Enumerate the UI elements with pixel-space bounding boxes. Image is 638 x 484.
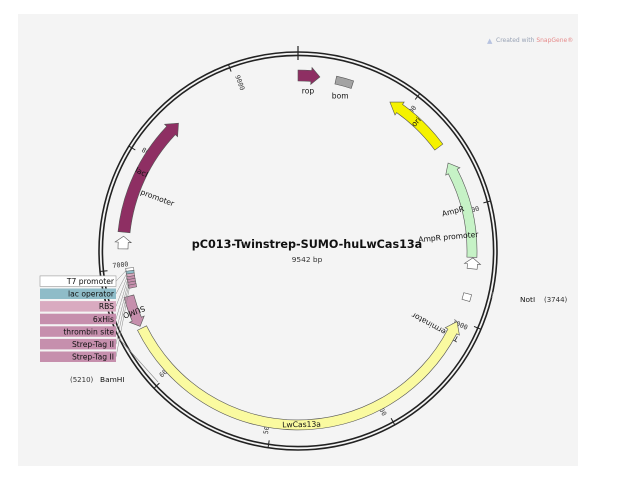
- site-coordinate: (3744): [544, 296, 568, 304]
- restriction-sites: NotI (3744) (5210) BamHI: [70, 291, 568, 384]
- snapgene-logo-icon: ▲: [487, 37, 493, 45]
- leader-line: [115, 269, 128, 282]
- feature-bom[interactable]: bom: [332, 75, 354, 101]
- feature-label: LwCas13a: [282, 420, 321, 430]
- feature-lac-operator[interactable]: lac operator: [40, 269, 135, 299]
- feature-shape: [463, 257, 482, 270]
- tick-mark: [153, 382, 160, 390]
- cluster-label: Strep-Tag II: [72, 340, 114, 349]
- site-leader-line: [491, 291, 494, 299]
- feature-lwcas13a[interactable]: LwCas13a: [137, 321, 460, 431]
- feature-shape: [114, 235, 133, 250]
- tick-mark: [227, 63, 232, 72]
- feature-shape: [389, 101, 444, 151]
- feature-t7-terminator[interactable]: T7 terminator: [409, 292, 472, 344]
- feature-t7-promoter[interactable]: T7 promoter: [39, 267, 135, 287]
- cluster-label: thrombin site: [63, 327, 114, 336]
- feature-shape: [123, 294, 145, 327]
- map-panel: [18, 14, 578, 466]
- leader-line: [115, 280, 129, 332]
- label-box: [40, 351, 116, 362]
- feature-shape: [334, 75, 354, 89]
- label-box: [40, 313, 116, 325]
- tick-mark: [267, 440, 270, 449]
- tick-mark: [99, 270, 108, 272]
- feature-strep-tag-ii-2[interactable]: Strep-Tag II: [40, 283, 138, 362]
- feature-label: rop: [302, 86, 315, 95]
- feature-shape: [127, 283, 138, 289]
- feature-rbs[interactable]: RBS: [40, 272, 135, 312]
- feature-rop[interactable]: rop: [297, 66, 321, 96]
- feature-sumo[interactable]: SUMO: [122, 294, 147, 327]
- feature-shape: [297, 66, 321, 86]
- backbone-inner: [101, 54, 495, 448]
- cluster-label: RBS: [99, 302, 114, 311]
- credit: ▲ Created with SnapGene®: [487, 37, 573, 45]
- tick-mark: [128, 145, 136, 151]
- leader-line: [115, 283, 130, 345]
- site-coordinate: (5210): [70, 376, 94, 384]
- leader-line: [115, 275, 128, 307]
- plasmid-name: pC013-Twinstrep-SUMO-huLwCas13a: [192, 238, 422, 251]
- cluster-label: lac operator: [68, 290, 115, 299]
- plasmid-length: 9542 bp: [292, 255, 323, 264]
- leader-line: [115, 286, 130, 357]
- feature-ori[interactable]: ori: [389, 101, 444, 151]
- site-label: BamHI: [100, 375, 125, 384]
- label-box: [40, 326, 116, 337]
- feature-shape: [445, 162, 478, 258]
- label-box: [40, 288, 116, 299]
- feature-label: bom: [332, 92, 349, 101]
- site-leader-line: [118, 338, 159, 383]
- site-label: NotI: [520, 295, 535, 304]
- label-box: [40, 301, 116, 312]
- site-bamhi[interactable]: (5210) BamHI: [70, 338, 159, 384]
- feature-label: AmpR: [441, 204, 466, 218]
- feature-shape: [117, 122, 179, 234]
- cluster-label: 6xHis: [93, 315, 114, 324]
- cluster-label: Strep-Tag II: [72, 353, 114, 362]
- site-noti[interactable]: NotI (3744): [491, 291, 568, 304]
- leader-line: [115, 272, 128, 294]
- tick-mark: [473, 325, 482, 330]
- feature-strep-tag-ii-1[interactable]: Strep-Tag II: [40, 280, 137, 350]
- feature-shape: [461, 292, 472, 302]
- feature-laci[interactable]: lacI: [117, 122, 179, 234]
- tick-mark: [390, 418, 396, 426]
- tick-mark: [483, 200, 492, 204]
- cluster-label: T7 promoter: [66, 277, 115, 286]
- tick-label: 7000: [112, 260, 129, 270]
- leader-line: [115, 277, 129, 320]
- backbone-outer: [98, 51, 498, 451]
- label-box: [40, 338, 116, 350]
- feature-ampr[interactable]: AmpR: [441, 162, 478, 258]
- tick-label: 9000: [233, 74, 246, 92]
- credit-text: Created with SnapGene®: [496, 37, 573, 44]
- tick-mark: [414, 92, 421, 100]
- feature-shape: [137, 321, 460, 431]
